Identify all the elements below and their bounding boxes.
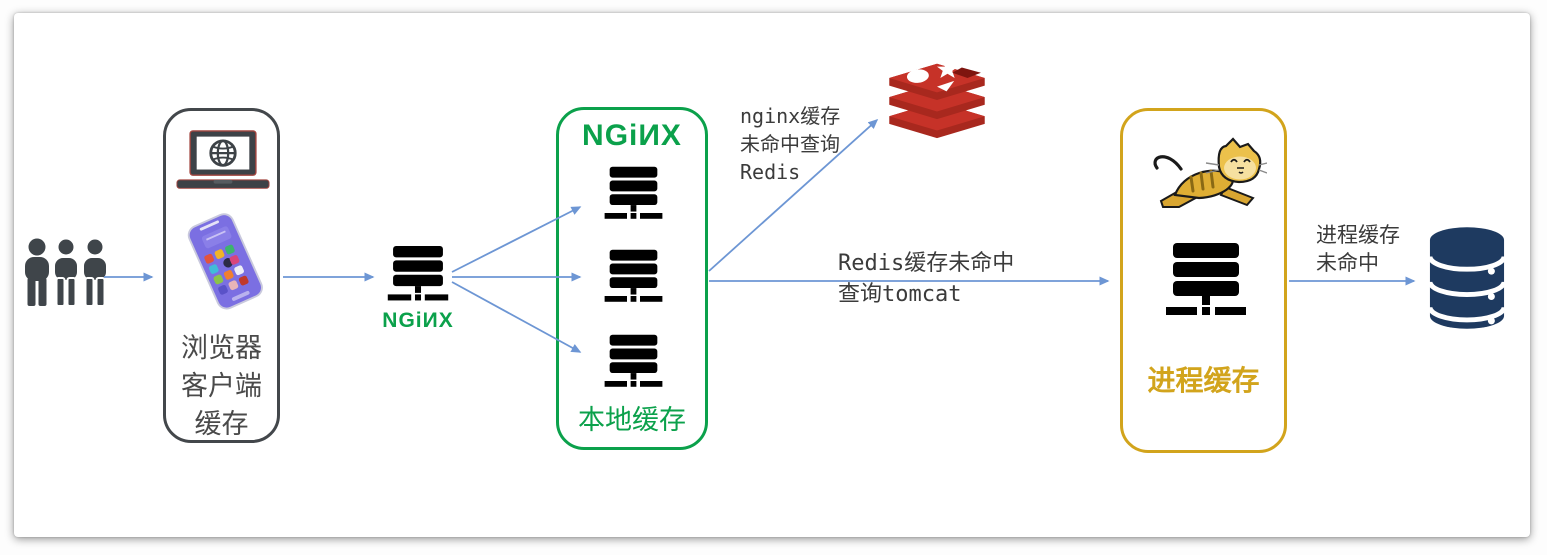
browser-label-line: 缓存 xyxy=(194,409,249,439)
redis-icon xyxy=(889,59,985,139)
browser-cache-label: 浏览器 客户端 缓存 xyxy=(166,329,277,443)
nginx-gateway-logo: NGiИX xyxy=(382,309,454,332)
nginx-gateway-server-icon xyxy=(384,242,452,306)
process-cache-box: 进程缓存 xyxy=(1120,108,1287,453)
local-cache-label: 本地缓存 xyxy=(578,405,686,435)
browser-cache-box: 浏览器 客户端 缓存 xyxy=(163,108,280,443)
tomcat-logo xyxy=(1153,137,1267,208)
server-icon xyxy=(601,245,666,308)
database-icon xyxy=(1428,227,1506,329)
server-icon xyxy=(601,162,666,225)
smartphone-icon xyxy=(187,213,263,310)
tomcat-server-icon xyxy=(1161,227,1251,333)
users-icon xyxy=(25,237,108,307)
local-cache-box: NGiИX 本地缓存 xyxy=(556,107,708,450)
annotation-redis-cache-miss: Redis缓存未命中 查询tomcat xyxy=(838,251,1015,307)
browser-label-line: 客户端 xyxy=(181,371,262,401)
process-cache-label: 进程缓存 xyxy=(1147,365,1260,396)
laptop-icon xyxy=(176,130,270,189)
annotation-nginx-cache-miss: nginx缓存 未命中查询 Redis xyxy=(740,104,841,184)
browser-label-line: 浏览器 xyxy=(181,333,262,363)
server-icon xyxy=(601,330,666,393)
nginx-cluster-logo: NGiИX xyxy=(582,119,682,152)
annotation-process-cache-miss: 进程缓存 未命中 xyxy=(1316,223,1400,275)
